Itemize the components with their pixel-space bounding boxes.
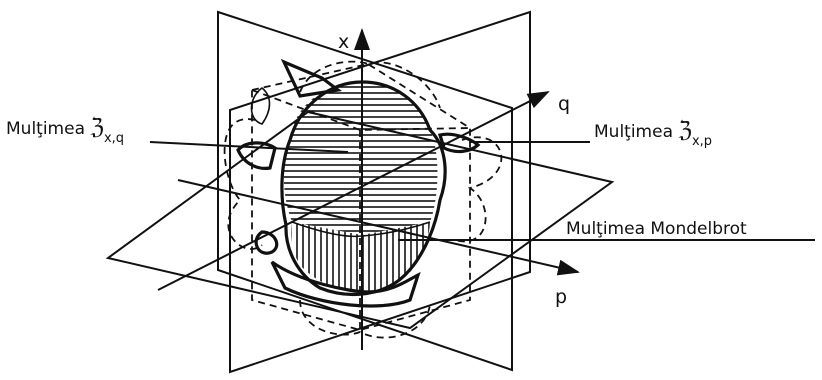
label-mandelbrot: Mulţimea Mondelbrot <box>566 219 747 239</box>
p-axis <box>177 179 580 276</box>
lobe-top <box>299 60 441 109</box>
set-upper-region <box>283 82 438 235</box>
plane-xq <box>217 10 513 372</box>
lobe-right <box>454 136 503 243</box>
plane-xp <box>229 10 531 374</box>
q-axis-label: q <box>558 93 570 115</box>
label-set-xp: Mulţimea ℨx,p <box>594 118 712 149</box>
dashed-outline <box>251 63 471 331</box>
right-wedge <box>437 132 481 154</box>
top-wedge <box>280 58 342 98</box>
lobe-bottom <box>299 299 431 339</box>
p-axis-label: p <box>555 286 567 308</box>
bottom-wedge <box>270 260 421 308</box>
left-wedge <box>236 141 277 170</box>
set-lower-region <box>291 222 430 293</box>
plane-pq <box>105 110 615 330</box>
x-axis-label: x <box>338 31 349 53</box>
label-set-xq: Mulţimea ℨx,q <box>6 115 124 146</box>
leader-xq <box>149 141 349 153</box>
q-axis <box>157 91 550 291</box>
upper-left-petal <box>250 86 271 125</box>
